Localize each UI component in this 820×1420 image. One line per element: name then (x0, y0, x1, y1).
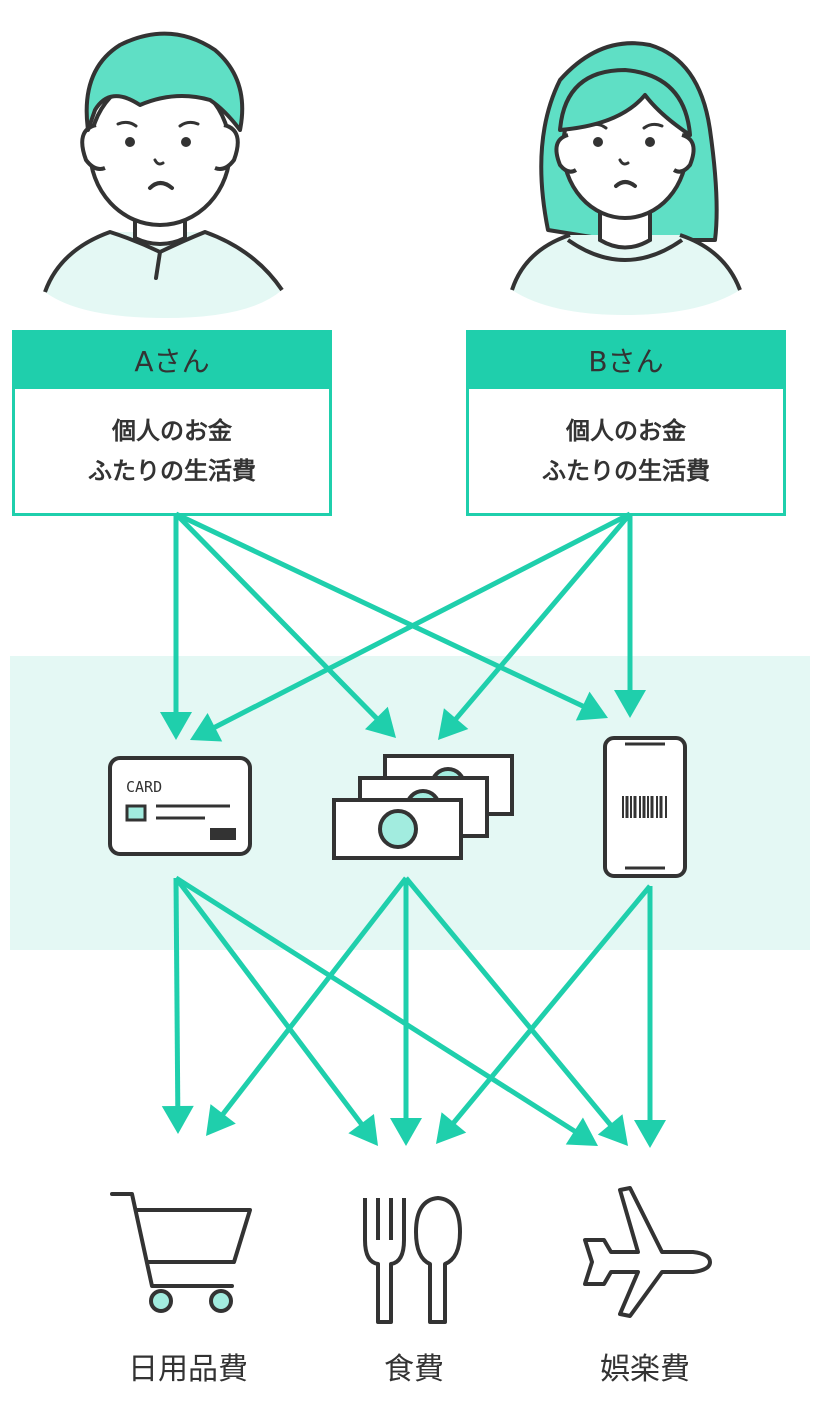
arrow-phone-food-head (436, 1112, 467, 1144)
arrow-card-daily-head (161, 1105, 194, 1134)
person-b-line2: ふたりの生活費 (542, 457, 710, 485)
category-label-daily-goods: 日用品費 (128, 1352, 248, 1387)
category-label-food: 食費 (384, 1352, 444, 1387)
person-b-box: Bさん 個人のお金 ふたりの生活費 (466, 330, 786, 516)
arrow-phone-entertainment-head (634, 1120, 666, 1148)
arrow-card-food-head (348, 1114, 378, 1146)
person-a-name: Aさん (15, 333, 329, 389)
person-b-line1: 個人のお金 (566, 417, 686, 445)
arrow-cash-food-head (390, 1118, 422, 1146)
category-label-entertainment: 娯楽費 (600, 1352, 690, 1387)
arrow-cash-daily-head (206, 1104, 236, 1136)
payment-methods-band (10, 656, 810, 950)
person-a-line1: 個人のお金 (112, 417, 232, 445)
person-b-description: 個人のお金 ふたりの生活費 (469, 389, 783, 513)
arrow-card-entertainment-head (565, 1117, 598, 1146)
arrow-cash-entertainment-head (597, 1114, 628, 1146)
person-a-description: 個人のお金 ふたりの生活費 (15, 389, 329, 513)
person-a-line2: ふたりの生活費 (88, 457, 256, 485)
person-a-box: Aさん 個人のお金 ふたりの生活費 (12, 330, 332, 516)
person-b-name: Bさん (469, 333, 783, 389)
